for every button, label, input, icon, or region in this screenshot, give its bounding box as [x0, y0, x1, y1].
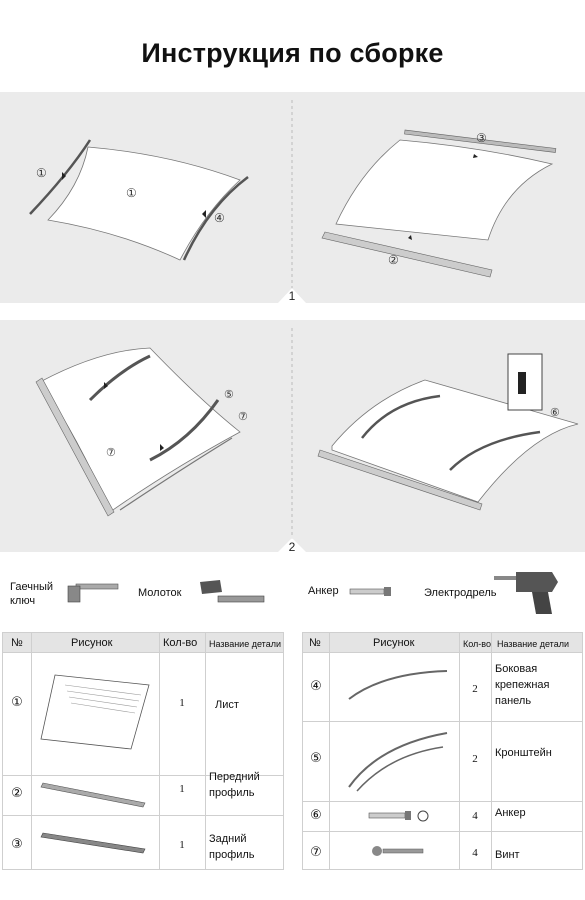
row-7-qty: 4: [472, 847, 478, 859]
header-num: №: [11, 637, 23, 649]
row-6-num: ⑥: [310, 808, 322, 823]
row-2-name: Передний профиль: [209, 771, 260, 799]
wrench-icon: [67, 583, 119, 603]
row-4-qty: 2: [472, 683, 478, 695]
drill-icon: [494, 572, 558, 614]
anchor-icon: [349, 587, 391, 596]
row-6-name: Анкер: [495, 807, 526, 819]
parts-table-left: № Рисунок Кол-во Название детали ① 1 Лис…: [2, 632, 284, 870]
row-6-qty: 4: [472, 810, 478, 822]
row-1-num: ①: [11, 695, 23, 710]
row-7-num: ⑦: [310, 845, 322, 860]
callout-6: ⑥: [550, 407, 560, 419]
step-2-number: 2: [288, 540, 296, 554]
row-2-qty: 1: [179, 783, 185, 795]
screw-picture: [372, 846, 424, 856]
bracket-picture: [348, 732, 448, 792]
tools-row: Гаечный ключ Молоток Анкер Электродрель: [0, 570, 585, 620]
row-2-num: ②: [11, 786, 23, 801]
row-7-name: Винт: [495, 849, 520, 861]
row-1-qty: 1: [179, 697, 185, 709]
step-2-illustration: ⑤ ⑦ ⑦ ⑥: [35, 328, 580, 552]
header-qty: Кол-во: [163, 637, 198, 649]
row-3-qty: 1: [179, 839, 185, 851]
step-1-panel: ① ① ④ ③ ② 1: [0, 92, 585, 303]
parts-table-right: № Рисунок Кол-во Название детали ④ 2 Бок…: [302, 632, 583, 870]
step-1-number: 1: [288, 289, 296, 303]
sheet-picture: [40, 674, 150, 750]
header-picture: Рисунок: [71, 637, 113, 649]
anchor-picture: [368, 810, 429, 822]
tool-drill-label: Электродрель: [424, 587, 497, 599]
row-5-name: Кронштейн: [495, 747, 552, 759]
front-profile-picture: [40, 782, 146, 808]
table-header: № Рисунок Кол-во Название детали: [303, 633, 582, 653]
step-2-panel: ⑤ ⑦ ⑦ ⑥ 2: [0, 320, 585, 554]
hammer-icon: [200, 580, 265, 603]
row-3-name: Задний профиль: [209, 833, 255, 861]
table-header: № Рисунок Кол-во Название детали: [3, 633, 283, 653]
tool-anchor-label: Анкер: [308, 585, 339, 597]
callout-7b: ⑦: [106, 447, 116, 459]
header-num: №: [309, 637, 321, 649]
header-picture: Рисунок: [373, 637, 415, 649]
step-1-illustration: ① ① ④ ③ ②: [29, 100, 557, 303]
row-5-qty: 2: [472, 753, 478, 765]
callout-1b: ①: [126, 186, 137, 200]
callout-2: ②: [388, 253, 399, 267]
row-5-num: ⑤: [310, 751, 322, 766]
callout-3: ③: [476, 131, 487, 145]
rear-profile-picture: [40, 832, 146, 854]
side-panel-picture: [348, 670, 448, 700]
row-4-name: Боковая крепежная панель: [495, 663, 550, 707]
callout-5: ⑤: [224, 389, 234, 401]
row-1-name: Лист: [215, 699, 239, 711]
tool-wrench-label: Гаечный ключ: [10, 581, 54, 607]
header-qty: Кол-во: [463, 639, 491, 649]
callout-4: ④: [214, 211, 225, 225]
page-title: Инструкция по сборке: [141, 38, 444, 68]
row-4-num: ④: [310, 679, 322, 694]
tool-hammer-label: Молоток: [138, 587, 182, 599]
header-name: Название детали: [497, 639, 569, 649]
callout-1a: ①: [36, 166, 47, 180]
header-name: Название детали: [209, 639, 281, 649]
callout-7a: ⑦: [238, 411, 248, 423]
row-3-num: ③: [11, 837, 23, 852]
